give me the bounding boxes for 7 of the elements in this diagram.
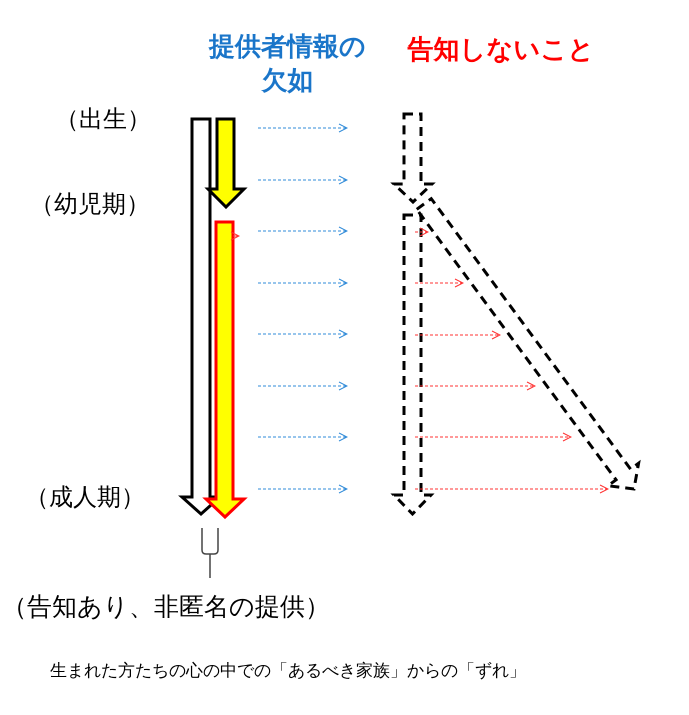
label-text: （告知あり、非匿名の提供） [2, 591, 330, 623]
caption: 生まれた方たちの心の中での「あるべき家族」からの「ずれ」 [50, 660, 526, 683]
label-text: 告知しないこと [406, 34, 596, 67]
label-text: （出生） [55, 104, 151, 135]
label-text: （成人期） [25, 482, 145, 513]
label-text: （幼児期） [30, 189, 150, 220]
label-text: 提供者情報の欠如 [208, 31, 367, 98]
